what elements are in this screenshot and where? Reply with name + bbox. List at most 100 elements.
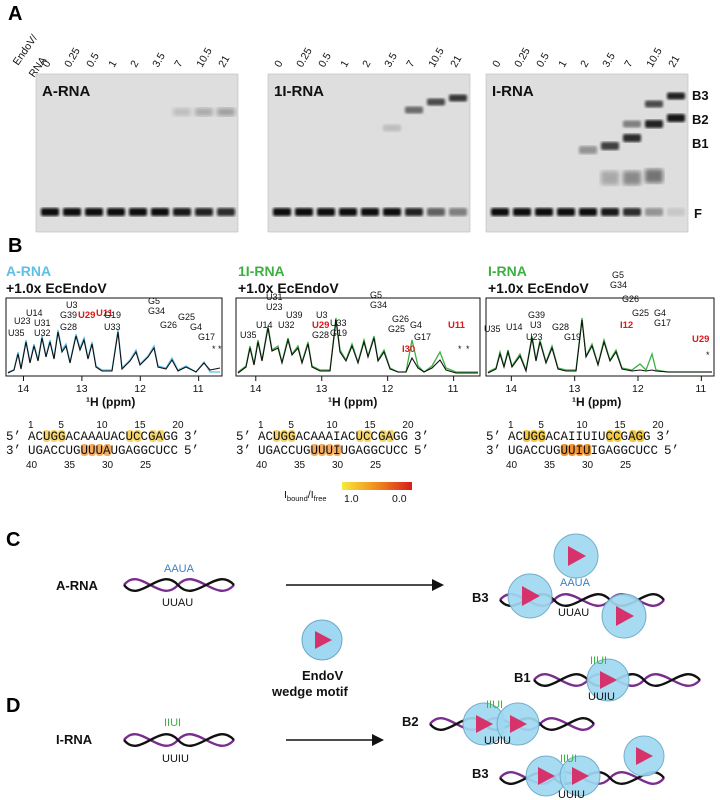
nmr-peak-label: U11	[448, 320, 466, 331]
seq-highlight	[363, 430, 372, 442]
seq-number-bottom: 35	[544, 460, 556, 471]
nmr-title-a-rna: A-RNA	[6, 263, 51, 279]
seq-number-top: 1	[508, 420, 514, 431]
nmr-peak-label: G28	[60, 322, 77, 332]
nmr-peak-label: U33	[104, 322, 121, 332]
nmr-tick-label: 14	[18, 383, 30, 395]
gel-lane-label: 3.5	[150, 51, 168, 70]
gel-lane-label: 0.25	[512, 46, 533, 70]
seq-3prime-top: 3’	[184, 430, 199, 444]
seq-top-strand: ACUGGACAIIUIUCCGAGG	[508, 430, 651, 444]
seq-highlight	[629, 430, 637, 442]
gel-lane-label: 21	[666, 53, 682, 69]
nmr-peak-label: U23	[526, 332, 543, 342]
seq-3prime-bottom: 3’	[6, 444, 21, 458]
nmr-tick-label: 12	[632, 383, 644, 395]
ratio-label: Ibound/Ifree	[284, 489, 327, 503]
wedge-icon	[538, 767, 555, 785]
wedge-icon	[522, 586, 540, 606]
seq-number-top: 5	[288, 420, 294, 431]
wedge-icon	[568, 546, 586, 566]
gel-1i-rna: 1I-RNA	[267, 73, 471, 233]
seq-number-bottom: 40	[506, 460, 518, 471]
seq-highlight	[156, 430, 165, 442]
seq-number-top: 15	[364, 420, 376, 431]
nmr-peak-label: U31	[34, 318, 51, 328]
seq-highlight	[356, 430, 364, 442]
gel-lane-label: 0.25	[62, 46, 83, 70]
seq-highlight	[560, 444, 569, 456]
seq-3prime-bottom: 3’	[486, 444, 501, 458]
schematic-d-label: I-RNA	[56, 732, 93, 747]
nmr-peak-label: G17	[414, 332, 431, 342]
gel-band	[405, 106, 423, 114]
seq-5prime-top: 5’	[236, 430, 251, 444]
seq-top-strand: ACUGGACAAAUACUCCGAGG	[28, 430, 178, 444]
complex-i-rna-b3: IIUI UUIU	[499, 735, 665, 800]
seq-number-bottom: 35	[294, 460, 306, 471]
nmr-peak-label: U23	[266, 302, 283, 312]
nmr-xlabel-a-rna: ¹H (ppm)	[86, 395, 135, 409]
nmr-peak-label: G39	[528, 310, 545, 320]
d-b2-top-loop: IIUI	[486, 699, 503, 711]
nmr-peak-label: U23	[14, 316, 31, 326]
d-b1-top-loop: IIUI	[590, 655, 607, 667]
nmr-peak-label: U35	[240, 330, 257, 340]
nmr-peak-label: U32	[34, 328, 51, 338]
gel-band	[449, 94, 467, 102]
nmr-peak-label: G25	[178, 312, 195, 322]
complex-i-rna-b1: IIUI UUIU	[533, 655, 701, 703]
gel-band	[151, 208, 169, 216]
panel-label-a: A	[8, 3, 22, 25]
nmr-subtitle-a-rna: +1.0x EcEndoV	[6, 280, 107, 296]
gel-band	[383, 124, 401, 132]
band-label-f: F	[694, 206, 702, 221]
d-b1-label: B1	[514, 670, 531, 685]
d-b2-bottom-loop: UUIU	[484, 735, 511, 747]
wedge-icon	[636, 747, 653, 765]
gel-band	[667, 208, 685, 216]
nmr-peak-label: G17	[654, 318, 671, 328]
nmr-peak-label: G4	[410, 320, 422, 330]
c-top-loop: AAUA	[164, 563, 195, 575]
gel-band	[623, 120, 641, 128]
wedge-icon	[476, 715, 493, 733]
seq-number-top: 10	[96, 420, 108, 431]
d-bottom-loop: UUIU	[162, 753, 189, 765]
gel-title-i-rna: I-RNA	[492, 83, 534, 100]
gel-lane-label: 1	[338, 58, 351, 69]
gel-band	[535, 208, 553, 216]
gel-band	[217, 108, 235, 116]
nmr-peak-label: G25	[632, 308, 649, 318]
seq-number-top: 10	[326, 420, 338, 431]
seq-number-bottom: 25	[370, 460, 382, 471]
nmr-tick-label: 11	[695, 383, 706, 395]
helix-a-rna: AAUA UUAU	[123, 563, 235, 609]
seq-3prime-top: 3’	[414, 430, 429, 444]
gel-band	[645, 100, 663, 108]
gel-band	[427, 98, 445, 106]
seq-highlight	[583, 444, 592, 456]
c-b3-bottom-loop: UUAU	[558, 607, 589, 619]
gel-band	[383, 208, 401, 216]
gel-band	[107, 208, 125, 216]
seq-highlight	[287, 430, 296, 442]
seq-number-top: 1	[258, 420, 264, 431]
nmr-tick-label: 13	[76, 383, 88, 395]
seq-number-top: 15	[134, 420, 146, 431]
gel-band	[623, 134, 641, 142]
seq-highlight	[57, 430, 66, 442]
seq-number-bottom: 25	[620, 460, 632, 471]
nmr-xlabel-i-rna: ¹H (ppm)	[572, 395, 621, 409]
nmr-peak-label: U35	[484, 324, 501, 334]
nmr-peak-label: G5	[612, 270, 624, 280]
seq-number-bottom: 30	[102, 460, 114, 471]
c-bottom-loop: UUAU	[162, 597, 193, 609]
